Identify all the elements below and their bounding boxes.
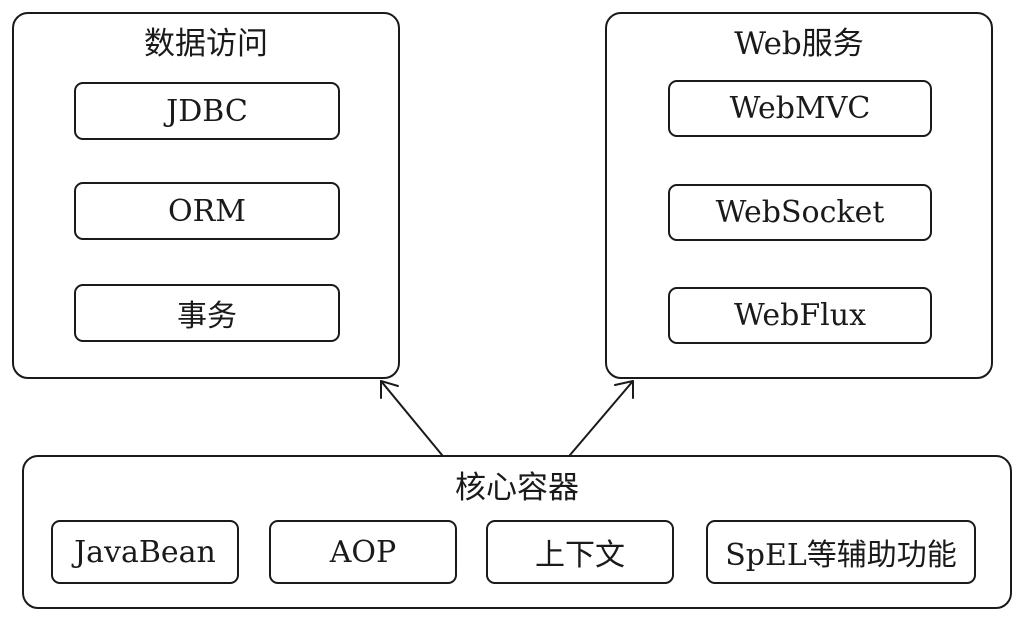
orm-box: ORM — [74, 182, 340, 240]
jdbc-box: JDBC — [74, 82, 340, 140]
web-services-group: Web服务 WebMVC WebSocket WebFlux — [605, 12, 993, 379]
transaction-box: 事务 — [74, 284, 340, 342]
web-services-title: Web服务 — [734, 26, 864, 62]
spel-box: SpEL等辅助功能 — [706, 520, 976, 584]
core-container-group: 核心容器 JavaBean AOP 上下文 SpEL等辅助功能 — [22, 455, 1012, 609]
javabean-box: JavaBean — [51, 520, 239, 584]
context-box: 上下文 — [486, 520, 674, 584]
arrow-core-to-web-services — [569, 380, 634, 456]
data-access-group: 数据访问 JDBC ORM 事务 — [12, 12, 400, 379]
arrow-head-data-access — [380, 380, 399, 399]
webflux-box: WebFlux — [668, 287, 932, 344]
webmvc-box: WebMVC — [668, 80, 932, 137]
websocket-box: WebSocket — [668, 184, 932, 241]
arrow-core-to-data-access — [380, 380, 443, 456]
aop-box: AOP — [269, 520, 457, 584]
arrow-head-web-services — [614, 380, 634, 399]
data-access-title: 数据访问 — [144, 26, 268, 62]
core-container-title: 核心容器 — [455, 470, 579, 506]
